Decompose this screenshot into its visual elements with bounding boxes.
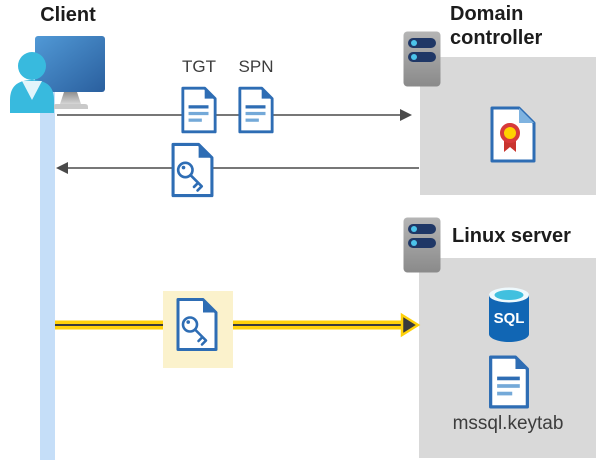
arrow-client-to-dc (57, 109, 412, 121)
client-lifeline (40, 86, 55, 460)
client-label: Client (40, 4, 96, 26)
certificate-icon (490, 106, 536, 163)
tgt-label: TGT (182, 57, 216, 76)
ticket-key-document-icon (171, 142, 214, 198)
keytab-filename-label: mssql.keytab (452, 413, 564, 434)
keytab-document-icon (489, 355, 529, 409)
tgt-document-icon (181, 86, 217, 134)
linux-server-label: Linux server (452, 225, 571, 247)
arrow-dc-to-client (56, 162, 419, 174)
sql-icon-text: SQL (494, 310, 525, 327)
spn-label: SPN (238, 57, 274, 76)
dc-server-icon (403, 31, 441, 87)
domain-controller-label: Domain controller (450, 3, 543, 50)
linux-server-icon (403, 217, 441, 273)
service-ticket-key-document-icon (176, 298, 218, 351)
sql-database-icon: SQL (489, 287, 529, 342)
spn-document-icon (238, 86, 274, 134)
arrow-client-to-linux (55, 312, 421, 338)
client-user-monitor-icon (10, 36, 105, 113)
